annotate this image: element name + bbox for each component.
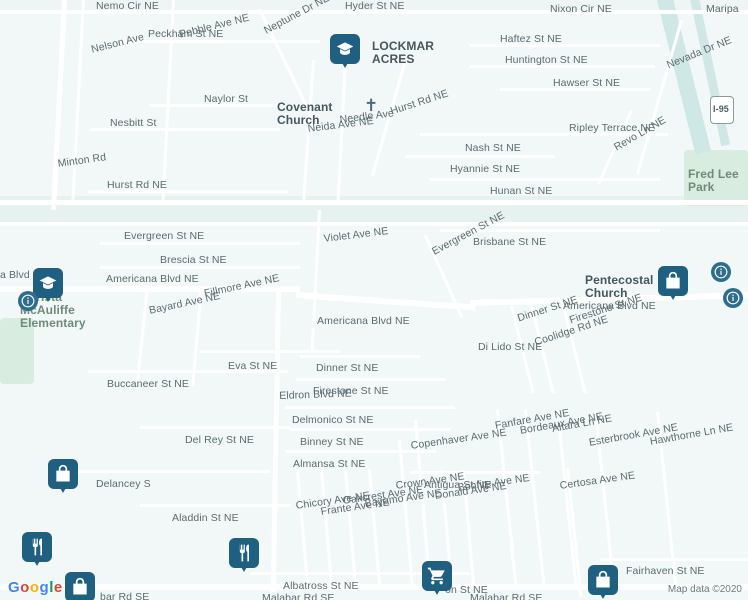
road-h (470, 65, 655, 68)
road-h (286, 450, 436, 453)
road-h (140, 426, 290, 429)
road-americana-blvd (0, 286, 300, 292)
street-label: Americana Blvd NE (106, 273, 199, 285)
road-h (88, 370, 288, 373)
road-h (410, 471, 540, 474)
road-h (0, 10, 748, 14)
street-label: Firestone St NE (313, 385, 389, 397)
info-dot[interactable] (723, 288, 743, 308)
map-attribution: Map data ©2020 (667, 584, 742, 595)
road-h (285, 406, 455, 409)
road-h (548, 133, 668, 136)
street-label: Albatross St NE (283, 580, 359, 592)
info-dot[interactable] (711, 262, 731, 282)
road-h (0, 222, 748, 226)
street-label: Evergreen St NE (124, 230, 205, 242)
street-label: Malabar Rd SE (262, 592, 335, 600)
road-h (500, 88, 650, 91)
street-label: Nash St NE (465, 142, 521, 154)
street-label: Nixon Cir NE (550, 3, 612, 15)
park-area (684, 150, 748, 206)
bag-marker[interactable] (65, 572, 95, 600)
bag-marker[interactable] (48, 459, 78, 495)
restaurant-marker[interactable] (229, 538, 259, 574)
road-h (420, 133, 550, 136)
street-label: Nesbitt St (110, 117, 157, 129)
street-label: Almansa St NE (293, 458, 366, 470)
street-label: Del Rey St NE (185, 434, 254, 446)
road-h (440, 229, 660, 232)
street-label: Hyder St NE (345, 0, 405, 12)
road-h-major (0, 200, 748, 205)
cart-marker[interactable] (422, 561, 452, 597)
school-marker[interactable] (330, 34, 360, 70)
street-label: a Blvd (0, 269, 30, 281)
school-marker[interactable] (33, 268, 63, 304)
street-label: Dinner St NE (316, 362, 379, 374)
info-dot[interactable] (18, 291, 38, 311)
street-label: Hawser St NE (553, 77, 621, 89)
street-label: Delmonico St NE (292, 414, 374, 426)
street-label: Eldron Blvd NE (279, 387, 352, 402)
road-h (296, 378, 446, 381)
street-label: Buccaneer St NE (107, 378, 190, 390)
road-h (88, 190, 288, 193)
road-h (120, 40, 320, 43)
street-label: Eva St NE (228, 360, 278, 372)
street-label: Di Lido St NE (478, 341, 543, 353)
block-shade (0, 0, 748, 12)
place-label[interactable]: Fred Lee Park (688, 167, 739, 194)
bag-marker[interactable] (588, 565, 618, 600)
street-label: Brescia St NE (160, 254, 227, 266)
road-h (60, 470, 270, 473)
road-h (100, 242, 300, 245)
street-label: Haftez St NE (500, 33, 562, 45)
road-h (290, 428, 450, 431)
street-label: Hurst Rd NE (107, 179, 168, 191)
google-logo: Google (8, 579, 63, 596)
road-h (100, 266, 300, 269)
bag-marker[interactable] (658, 266, 688, 302)
road-h (430, 178, 660, 181)
place-label[interactable]: Pentecostal Church (585, 273, 654, 300)
church-icon: ✝ (364, 96, 379, 115)
road-h (140, 504, 290, 507)
street-label: Huntington St NE (505, 54, 588, 66)
place-label[interactable]: Covenant Church (277, 100, 333, 127)
street-label: Malabar Rd SE (470, 592, 543, 600)
street-label: Hyannie St NE (450, 163, 521, 175)
street-label: Peckham St NE (148, 28, 224, 40)
street-label: Naylor St (204, 93, 249, 105)
street-label: Delancey S (96, 478, 151, 490)
road-h (200, 350, 340, 353)
street-label: Antigua St NE (424, 479, 492, 491)
road-h (470, 44, 660, 47)
road-h (300, 355, 420, 358)
street-label: on St NE (445, 584, 488, 596)
road-h (150, 104, 280, 107)
street-label: Maripa (706, 3, 739, 15)
street-label: Brisbane St NE (473, 236, 547, 248)
park-area (0, 318, 34, 384)
road-h (90, 128, 280, 131)
highway-shield-label: I-95 (713, 104, 729, 114)
street-label: Binney St NE (300, 436, 364, 448)
street-label: Ripley Terrace NE (569, 122, 656, 134)
street-label: bar Rd SE (100, 591, 150, 600)
place-label[interactable]: LOCKMAR ACRES (372, 39, 435, 66)
restaurant-marker[interactable] (22, 532, 52, 568)
street-label: Americana Blvd NE (317, 315, 410, 327)
highway-shield-i95: I-95 (710, 96, 734, 124)
street-label: Fairhaven St NE (626, 565, 705, 577)
road-h (405, 155, 555, 158)
street-label: Hunan St NE (490, 185, 553, 197)
road-malabar-rd (0, 584, 748, 590)
street-label: Nemo Cir NE (96, 0, 159, 12)
street-label: Aladdin St NE (172, 512, 239, 524)
road-h (250, 572, 470, 575)
street-label: Americana Blvd NE (563, 300, 656, 312)
